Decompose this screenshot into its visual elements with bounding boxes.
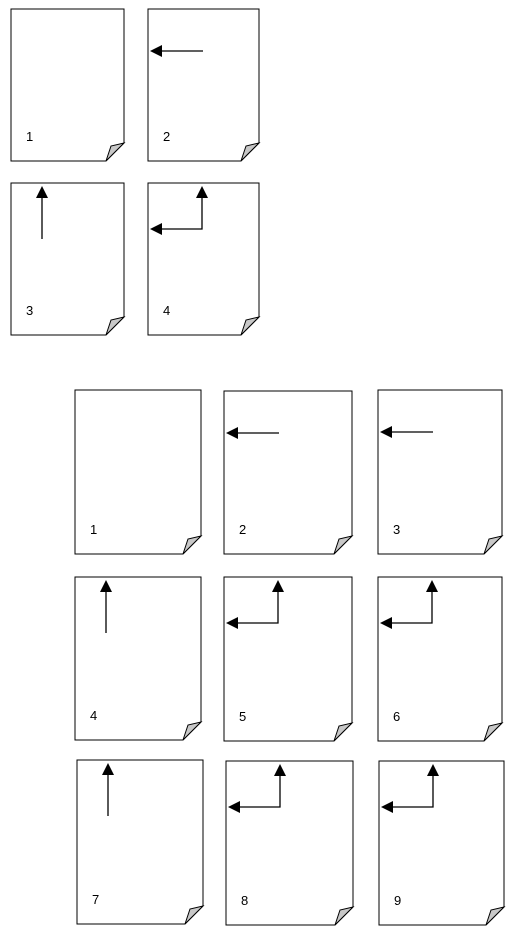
page-number-label: 6 (393, 709, 400, 724)
layout-three-by-three: 1 2 3 4 5 6 7 8 9 (75, 390, 504, 925)
page-sheet: 2 (148, 9, 259, 161)
page-sheet: 8 (226, 761, 353, 925)
page-sheet: 3 (378, 390, 502, 554)
page-number-label: 3 (393, 522, 400, 537)
page-sheet: 4 (148, 183, 259, 335)
page-sheet: 1 (75, 390, 201, 554)
page-number-label: 1 (90, 522, 97, 537)
page-sheet: 1 (11, 9, 124, 161)
page-sheet: 3 (11, 183, 124, 335)
layout-two-by-two: 1 2 3 4 (11, 9, 259, 335)
page-number-label: 9 (394, 893, 401, 908)
page-sheet: 9 (379, 761, 504, 925)
page-sheet: 5 (224, 577, 352, 741)
page-number-label: 4 (90, 708, 97, 723)
page-number-label: 2 (239, 522, 246, 537)
page-number-label: 1 (26, 129, 33, 144)
page-number-label: 2 (163, 129, 170, 144)
page-number-label: 5 (239, 709, 246, 724)
page-sheet: 2 (224, 391, 352, 554)
page-number-label: 8 (241, 893, 248, 908)
page-number-label: 4 (163, 303, 170, 318)
page-number-label: 7 (92, 892, 99, 907)
page-number-label: 3 (26, 303, 33, 318)
page-sheet: 6 (378, 577, 502, 741)
page-sheet: 4 (75, 577, 201, 740)
page-sheet: 7 (77, 760, 203, 924)
